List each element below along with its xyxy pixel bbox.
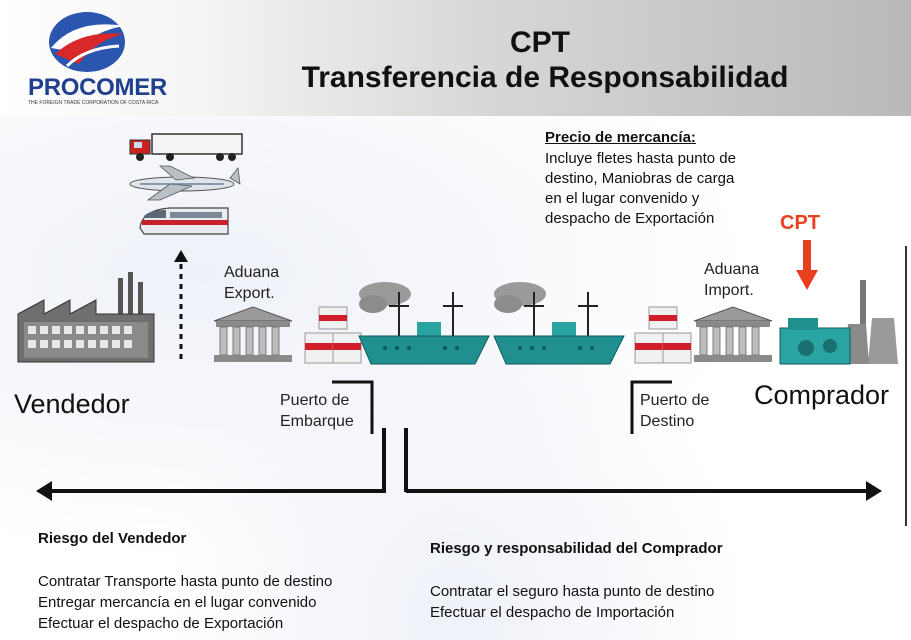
port-destination-label-line: Destino [640, 413, 695, 430]
import-customs-building-icon [693, 306, 773, 362]
import-customs-label-line: Aduana [704, 261, 760, 278]
header-band [0, 0, 911, 116]
cargo-ship-icon [493, 282, 625, 365]
page-title: CPT [510, 26, 570, 59]
export-customs-label-line: Export. [224, 285, 275, 302]
cargo-boxes-icon [304, 306, 362, 364]
logo-tagline: THE FOREIGN TRADE CORPORATION OF COSTA R… [28, 100, 159, 106]
industrial-plant-icon [779, 280, 898, 365]
train-icon [139, 207, 229, 235]
risk-arrows [36, 481, 882, 501]
seller-risk-arrow [36, 481, 386, 501]
airplane-icon [129, 165, 241, 201]
price-note-title: Precio de mercancía: [545, 129, 696, 146]
port-destination-label-line: Puerto de [640, 392, 710, 409]
import-customs-label-line: Import. [704, 282, 754, 299]
factory-icon [17, 272, 155, 363]
background-wash [0, 116, 911, 640]
cargo-ship-icon [358, 282, 490, 365]
port-of-shipment-label: Puerto de Embarque [280, 390, 354, 432]
dotted-arrow-up [174, 250, 188, 364]
port-shipment-label-line: Embarque [280, 413, 354, 430]
seller-label: Vendedor [14, 389, 130, 419]
buyer-risk-item: Contratar el seguro hasta punto de desti… [430, 583, 715, 600]
seller-risk-item: Entregar mercancía en el lugar convenido [38, 594, 317, 611]
page-subtitle: Transferencia de Responsabilidad [301, 61, 789, 94]
buyer-risk-title: Riesgo y responsabilidad del Comprador [430, 540, 723, 557]
logo-wordmark: PROCOMER [28, 74, 167, 101]
export-customs-label-line: Aduana [224, 264, 280, 281]
procomer-logo-icon [49, 12, 125, 72]
price-note-line: destino, Maniobras de carga [545, 170, 735, 187]
seller-risk-item: Efectuar el despacho de Exportación [38, 615, 284, 632]
price-note-line: en el lugar convenido y [545, 190, 700, 207]
seller-risk-list: Contratar Transporte hasta punto de dest… [38, 571, 332, 634]
price-note-line: Incluye fletes hasta punto de [545, 150, 736, 167]
export-customs-building-icon [213, 306, 293, 362]
cpt-down-arrow-icon [796, 240, 818, 290]
port-shipment-label-line: Puerto de [280, 392, 350, 409]
cargo-boxes-icon [634, 306, 692, 364]
buyer-risk-list: Contratar el seguro hasta punto de desti… [430, 581, 714, 623]
truck-icon [129, 133, 243, 161]
transport-modes-illustration [129, 133, 243, 235]
export-customs-label: Aduana Export. [224, 262, 279, 304]
buyer-risk-arrow [406, 481, 882, 501]
seller-risk-title: Riesgo del Vendedor [38, 530, 187, 547]
port-of-destination-label: Puerto de Destino [640, 390, 709, 432]
transfer-point-lines [332, 246, 907, 526]
buyer-risk-item: Efectuar el despacho de Importación [430, 604, 675, 621]
seller-risk-item: Contratar Transporte hasta punto de dest… [38, 573, 333, 590]
price-note-body: Incluye fletes hasta punto de destino, M… [545, 149, 780, 229]
price-note-line: despacho de Exportación [545, 210, 715, 227]
import-customs-label: Aduana Import. [704, 259, 759, 301]
cpt-marker-label: CPT [780, 212, 820, 234]
buyer-label: Comprador [754, 380, 890, 410]
